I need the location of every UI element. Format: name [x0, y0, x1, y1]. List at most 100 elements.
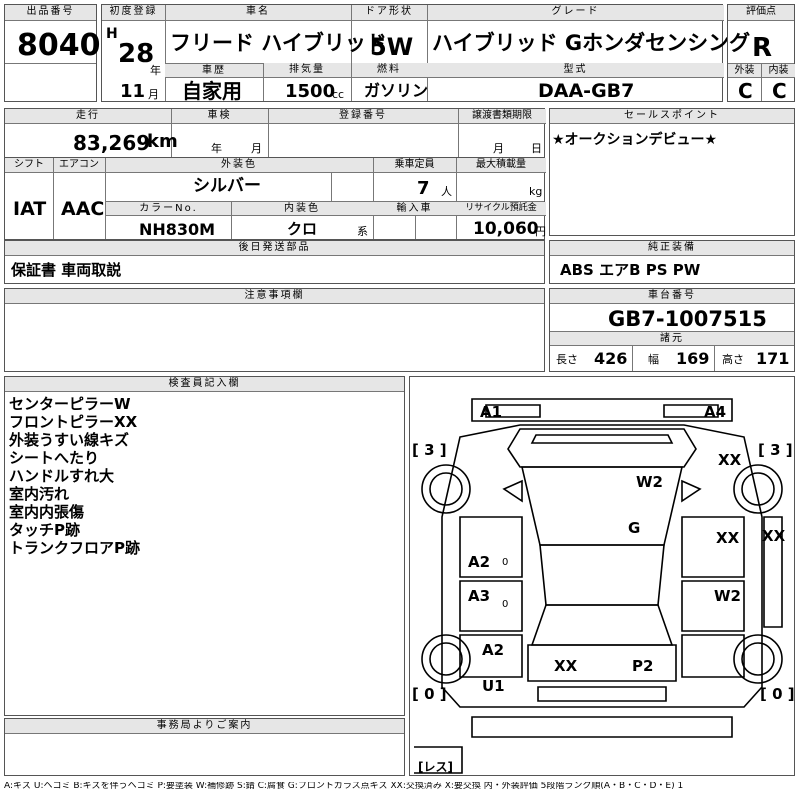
inspector-note: 室内汚れ — [9, 485, 70, 503]
sales-box: セールスポイント ★オークションデビュー★ — [549, 108, 795, 236]
inspector-label: 検査員記入欄 — [5, 377, 404, 392]
office-box: 事務局よりご案内 — [4, 718, 405, 776]
mark-xx-r1: XX — [718, 451, 742, 469]
equipment-box: 純正装備 ABS エアB PS PW — [549, 240, 795, 284]
bracket-tl: [ 3 ] — [412, 441, 447, 459]
mark-w2-right: W2 — [714, 587, 741, 605]
exterior-grade: C — [738, 79, 753, 103]
mark-u1: U1 — [482, 677, 505, 695]
capacity-unit: 人 — [441, 185, 452, 198]
car-name-label: 車名 — [165, 5, 351, 21]
regno-label: 登録番号 — [268, 109, 458, 124]
equipment: ABS エアB PS PW — [560, 261, 701, 279]
fuel: ガソリン — [364, 81, 429, 100]
mileage-box: 走行 車検 登録番号 譲渡書類期限 83,269 km 年 月 月 日 — [4, 108, 546, 158]
length-label: 長さ — [556, 353, 578, 366]
inspection-year: 年 — [211, 142, 222, 155]
tire-note: [レス] — [418, 760, 453, 774]
fuel-label: 燃料 — [351, 63, 427, 78]
interior-color: クロ — [287, 220, 318, 238]
later-parts-label: 後日発送部品 — [5, 241, 544, 256]
maxload-label: 最大積載量 — [456, 158, 546, 173]
door-type: 5W — [370, 33, 414, 61]
mark-xx-far: XX — [762, 527, 786, 545]
height: 171 — [756, 349, 790, 368]
height-label: 高さ — [722, 353, 744, 366]
car-outline-diagram: A1 A4 W2 G XX XX XX W2 A2 0 A3 0 A2 U1 X… — [412, 398, 794, 774]
bracket-bl: [ 0 ] — [412, 685, 447, 703]
color-label: 外装色 — [105, 158, 373, 173]
chassis-box: 車台番号 GB7-1007515 諸元 長さ 426 幅 169 高さ 171 — [549, 288, 795, 372]
mark-w2-top: W2 — [636, 473, 663, 491]
mark-a2b: A2 — [482, 641, 504, 659]
colorno-label: カラーNo. — [106, 202, 231, 216]
lot-label: 出品番号 — [5, 5, 96, 21]
mark-g: G — [628, 519, 640, 537]
year-unit: 年 — [150, 64, 161, 77]
mileage: 83,269 — [73, 131, 151, 155]
displacement: 1500 — [285, 81, 336, 102]
chassis-label: 車台番号 — [550, 289, 794, 304]
interior-grade: C — [772, 79, 787, 103]
mileage-label: 走行 — [5, 109, 171, 124]
history: 自家用 — [182, 79, 242, 103]
mark-a3: A3 — [468, 587, 490, 605]
mark-p2: P2 — [632, 657, 653, 675]
width-label: 幅 — [648, 353, 659, 366]
car-name: フリード ハイブリッド — [170, 31, 387, 55]
first-reg-label: 初度登録 — [102, 5, 165, 21]
shift: IAT — [13, 198, 47, 220]
equipment-label: 純正装備 — [550, 241, 794, 256]
score-box: 評価点 R 外装 内装 C C — [727, 4, 795, 102]
caution-label: 注意事項欄 — [5, 289, 544, 304]
import-label: 輸入車 — [373, 202, 456, 216]
transfer-month: 月 — [493, 142, 504, 155]
specs-label: 諸元 — [550, 332, 794, 346]
inspector-box: 検査員記入欄 センターピラーW フロントピラーXX 外装うすい線キズ シートへた… — [4, 376, 405, 716]
lot-number: 8040 — [17, 28, 101, 63]
model: DAA-GB7 — [538, 80, 635, 102]
color-number: NH830M — [139, 220, 216, 239]
transfer-day: 日 — [531, 142, 542, 155]
bracket-br: [ 0 ] — [760, 685, 794, 703]
interior-label: 内装 — [762, 64, 795, 78]
mark-a1: A1 — [480, 403, 502, 421]
score-label: 評価点 — [728, 5, 794, 21]
model-label: 型式 — [427, 63, 724, 78]
chassis-number: GB7-1007515 — [608, 307, 767, 331]
mark-zero-1: 0 — [502, 557, 508, 568]
score: R — [752, 33, 773, 63]
office-label: 事務局よりご案内 — [5, 719, 404, 734]
sales-point: ★オークションデビュー★ — [552, 132, 718, 148]
history-label: 車歴 — [165, 63, 263, 78]
inspector-note: センターピラーW — [9, 395, 131, 413]
interior-color-label: 内装色 — [231, 202, 373, 216]
displacement-label: 排気量 — [263, 63, 351, 78]
exterior-label: 外装 — [728, 64, 761, 78]
displacement-unit: cc — [332, 88, 345, 101]
aircon: AAC — [61, 198, 105, 220]
spec-box: シフト エアコン 外装色 乗車定員 最大積載量 IAT AAC シルバー 7 人… — [4, 158, 546, 240]
mark-xx-r2: XX — [716, 529, 740, 547]
later-parts: 保証書 車両取説 — [11, 261, 122, 279]
shift-label: シフト — [5, 158, 53, 173]
inspection-month: 月 — [251, 142, 262, 155]
lot-box: 出品番号 8040 — [4, 4, 101, 102]
inspection-label: 車検 — [171, 109, 268, 124]
legend: A:キズ U:ヘコミ B:キズを伴うヘコミ P:要塗装 W:補修跡 S:錆 C:… — [4, 782, 684, 791]
inspector-note: ハンドルすれ大 — [9, 467, 115, 485]
month-unit: 月 — [148, 88, 159, 101]
car-diagram: A1 A4 W2 G XX XX XX W2 A2 0 A3 0 A2 U1 X… — [409, 376, 795, 776]
maxload-unit: kg — [529, 185, 543, 198]
capacity: 7 — [417, 178, 430, 199]
inspector-note: 室内内張傷 — [9, 503, 85, 521]
mileage-unit: km — [147, 131, 178, 152]
grade: ハイブリッド Gホンダセンシング — [432, 31, 751, 55]
recycle-label: リサイクル預託金 — [456, 202, 546, 216]
mark-xx-rear: XX — [554, 657, 578, 675]
capacity-label: 乗車定員 — [373, 158, 456, 173]
inspector-note: タッチP跡 — [9, 521, 80, 539]
interior-color-unit: 系 — [357, 225, 368, 238]
recycle-unit: 円 — [535, 225, 546, 238]
ac-label: エアコン — [53, 158, 105, 173]
